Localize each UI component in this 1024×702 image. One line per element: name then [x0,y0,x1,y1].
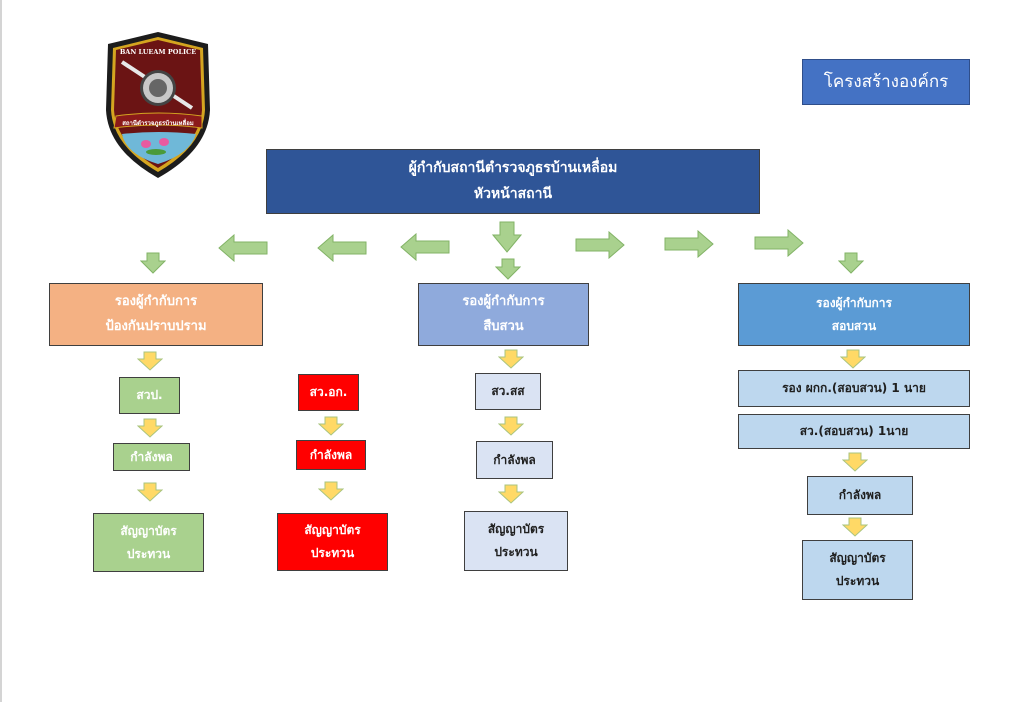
deputy-inquiry-title: รองผู้กำกับการ [816,295,892,310]
deputy-investigation-dept: สืบสวน [483,318,524,334]
arrow-down-yellow [318,416,344,436]
admin-officers-box: สัญญาบัตร ประทวน [277,513,388,571]
arrow-down-inquiry [838,252,864,274]
arrow-right-2 [664,230,714,258]
logo-ribbon-text: สถานีตำรวจภูธรบ้านเหลื่อม [122,118,194,128]
station-chief-box: ผู้กำกับสถานีตำรวจภูธรบ้านเหลื่อม หัวหน้… [266,149,760,214]
deputy-investigation-title: รองผู้กำกับการ [462,293,545,309]
deputy-prevention-box: รองผู้กำกับการ ป้องกันปราบปราม [49,283,263,346]
arrow-right-3 [754,229,804,257]
police-badge-icon: BAN LUEAM POLICE สถานีตำรวจภูธรบ้านเหลื่… [106,32,210,178]
admin-force-label: กำลังพล [309,447,353,462]
arrow-down-investigation [495,258,521,280]
investigation-officers-commissioned: สัญญาบัตร [487,522,545,537]
patrol-unit-box: สวป. [119,377,180,414]
arrow-left-1 [218,234,268,262]
deputy-investigation-box: รองผู้กำกับการ สืบสวน [418,283,589,346]
investigation-unit-box: สว.สส [475,373,541,410]
deputy-inquiry-dept: สอบสวน [831,318,877,333]
inquiry-deputy-label: รอง ผกก.(สอบสวน) 1 นาย [782,381,926,396]
arrow-down-yellow [137,351,163,371]
arrow-down-yellow [842,517,868,537]
arrow-down-main [492,221,522,253]
inquiry-officers-box: สัญญาบัตร ประทวน [802,540,913,600]
deputy-prevention-dept: ป้องกันปราบปราม [105,318,207,334]
admin-force-box: กำลังพล [296,440,366,470]
investigation-force-label: กำลังพล [493,452,536,467]
patrol-officers-noncommissioned: ประทวน [126,546,171,561]
deputy-prevention-title: รองผู้กำกับการ [114,293,198,309]
inquiry-officers-noncommissioned: ประทวน [835,574,880,588]
patrol-unit-label: สวป. [136,388,163,403]
inquiry-force-box: กำลังพล [807,476,913,515]
arrow-down-yellow [498,484,524,504]
arrow-left-2 [317,234,367,262]
arrow-left-3 [400,233,450,261]
admin-unit-label: สว.อก. [309,385,348,400]
arrow-down-yellow [137,418,163,438]
admin-officers-commissioned: สัญญาบัตร [304,523,361,538]
inquiry-inspector-box: สว.(สอบสวน) 1นาย [738,414,970,449]
deputy-inquiry-box: รองผู้กำกับการ สอบสวน [738,283,970,346]
inquiry-officers-commissioned: สัญญาบัตร [829,551,886,566]
station-chief-role: หัวหน้าสถานี [473,185,553,202]
inquiry-deputy-box: รอง ผกก.(สอบสวน) 1 นาย [738,370,970,407]
arrow-right-1 [575,231,625,259]
arrow-down-yellow [498,349,524,369]
arrow-down-yellow [318,481,344,501]
arrow-down-yellow [137,482,163,502]
investigation-officers-box: สัญญาบัตร ประทวน [464,511,568,571]
admin-officers-noncommissioned: ประทวน [310,546,355,560]
station-chief-title: ผู้กำกับสถานีตำรวจภูธรบ้านเหลื่อม [408,159,618,176]
inquiry-force-label: กำลังพล [838,488,882,503]
admin-unit-box: สว.อก. [298,374,359,411]
page-edge [0,0,2,702]
chart-title-text: โครงสร้างองค์กร [823,71,949,92]
investigation-officers-noncommissioned: ประทวน [494,545,538,559]
investigation-unit-label: สว.สส [491,384,525,399]
inquiry-inspector-label: สว.(สอบสวน) 1นาย [799,424,909,439]
logo-top-text: BAN LUEAM POLICE [120,48,196,56]
arrow-down-yellow [498,416,524,436]
arrow-down-yellow [842,452,868,472]
patrol-officers-box: สัญญาบัตร ประทวน [93,513,204,572]
arrow-down-prevention [140,252,166,274]
investigation-force-box: กำลังพล [476,441,553,479]
arrow-down-yellow [840,349,866,369]
patrol-force-label: กำลังพล [130,449,173,464]
chart-title: โครงสร้างองค์กร [802,59,970,105]
patrol-officers-commissioned: สัญญาบัตร [120,523,177,538]
patrol-force-box: กำลังพล [113,443,190,471]
